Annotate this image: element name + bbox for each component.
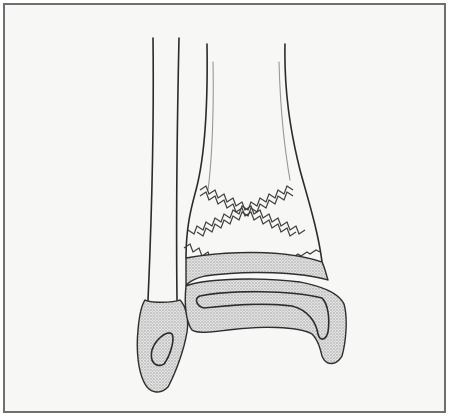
fracture-lines [188,186,305,236]
fibula-epiphysis [137,300,187,392]
fibula [137,38,187,392]
tibia [184,44,346,364]
